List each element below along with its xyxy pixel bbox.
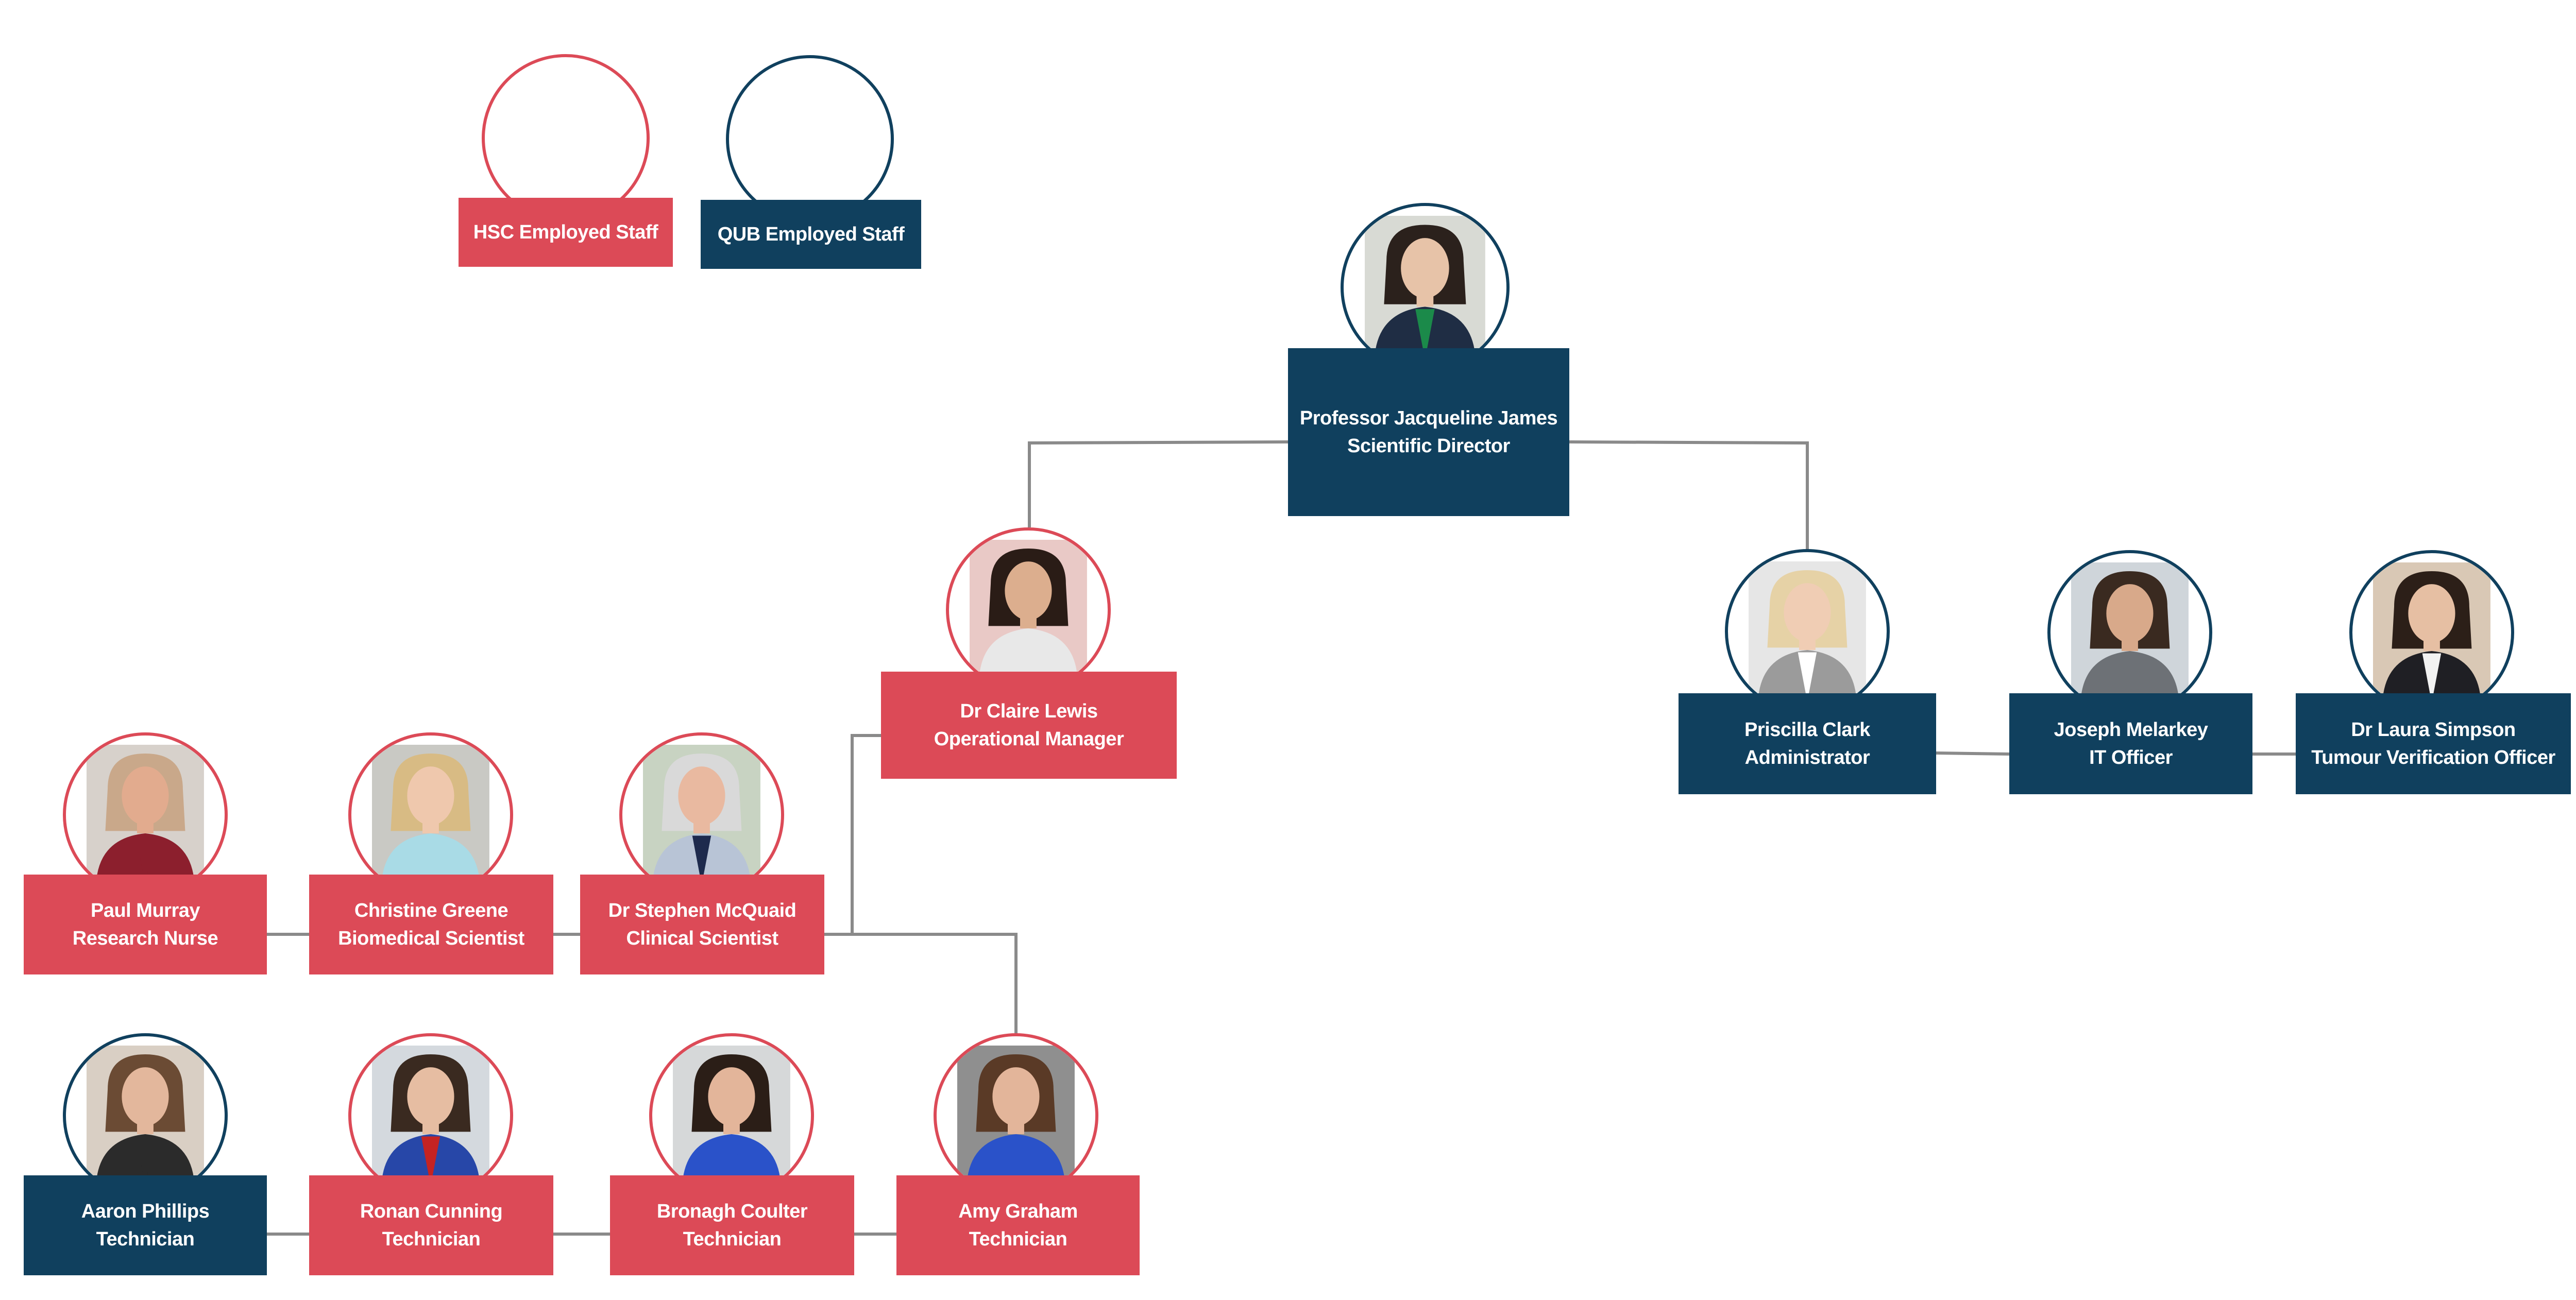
connector-jacqueline-james-to-priscilla-clark [1569,440,1809,550]
person-name: Priscilla Clark [1744,719,1870,741]
avatar [934,1033,1098,1198]
name-card: Dr Stephen McQuaid Clinical Scientist [580,875,824,974]
name-card: Aaron Phillips Technician [24,1175,267,1275]
person-name: Dr Laura Simpson [2351,719,2516,741]
name-card: Dr Laura Simpson Tumour Verification Off… [2296,693,2571,794]
legend-label-box: HSC Employed Staff [459,198,673,267]
person-role: Technician [969,1228,1067,1250]
legend-circle-icon [482,54,650,222]
name-card: Christine Greene Biomedical Scientist [309,875,553,974]
person-role: Operational Manager [934,728,1124,750]
person-name: Bronagh Coulter [656,1201,808,1222]
portrait-photo [372,745,489,885]
name-card: Priscilla Clark Administrator [1679,693,1936,794]
person-role: IT Officer [2089,747,2173,768]
person-name: Paul Murray [90,900,200,921]
avatar [1341,203,1510,372]
portrait-photo [87,745,204,885]
name-card: Bronagh Coulter Technician [610,1175,854,1275]
person-role: Technician [96,1228,195,1250]
person-name: Professor Jacqueline James [1299,407,1558,429]
portrait-photo [957,1046,1075,1186]
avatar [2349,550,2514,715]
avatar [649,1033,814,1198]
connector-priscilla-clark-to-joseph-melarkey [1936,751,2010,756]
avatar [63,732,228,897]
portrait-photo [87,1046,204,1186]
person-role: Technician [382,1228,481,1250]
person-name: Dr Claire Lewis [960,700,1098,722]
legend-label: HSC Employed Staff [473,221,658,243]
name-card: Ronan Cunning Technician [309,1175,553,1275]
portrait-photo [970,540,1087,680]
avatar [63,1033,228,1198]
avatar [946,527,1111,692]
connector-jacqueline-james-to-claire-lewis [1028,440,1289,527]
name-card: Paul Murray Research Nurse [24,875,267,974]
portrait-photo [372,1046,489,1186]
person-role: Scientific Director [1347,435,1510,457]
person-name: Christine Greene [354,900,509,921]
portrait-photo [1749,561,1866,702]
person-role: Clinical Scientist [626,928,778,949]
portrait-photo [673,1046,790,1186]
portrait-photo [2071,562,2189,703]
connector-claire-lewis-to-amy-graham [852,933,1018,1033]
person-role: Biomedical Scientist [338,928,524,949]
avatar [619,732,784,897]
avatar [348,1033,513,1198]
name-card: Dr Claire Lewis Operational Manager [881,672,1177,779]
name-card: Amy Graham Technician [896,1175,1140,1275]
person-role: Tumour Verification Officer [2311,747,2555,768]
legend-label-box: QUB Employed Staff [701,200,921,269]
legend-label: QUB Employed Staff [717,224,905,245]
person-role: Technician [683,1228,782,1250]
person-name: Ronan Cunning [360,1201,503,1222]
name-card: Joseph Melarkey IT Officer [2009,693,2252,794]
person-role: Administrator [1744,747,1870,768]
person-name: Joseph Melarkey [2054,719,2208,741]
avatar [2047,550,2212,715]
avatar [1725,549,1890,714]
legend-circle-icon [726,55,894,223]
person-name: Dr Stephen McQuaid [608,900,796,921]
portrait-photo [643,745,760,885]
person-role: Research Nurse [72,928,218,949]
portrait-photo [1365,215,1485,360]
connector-claire-lewis-to-stephen-mcquaid [824,734,881,936]
name-card: Professor Jacqueline James Scientific Di… [1288,348,1569,516]
person-name: Aaron Phillips [81,1201,210,1222]
avatar [348,732,513,897]
person-name: Amy Graham [958,1201,1078,1222]
portrait-photo [2373,562,2490,703]
